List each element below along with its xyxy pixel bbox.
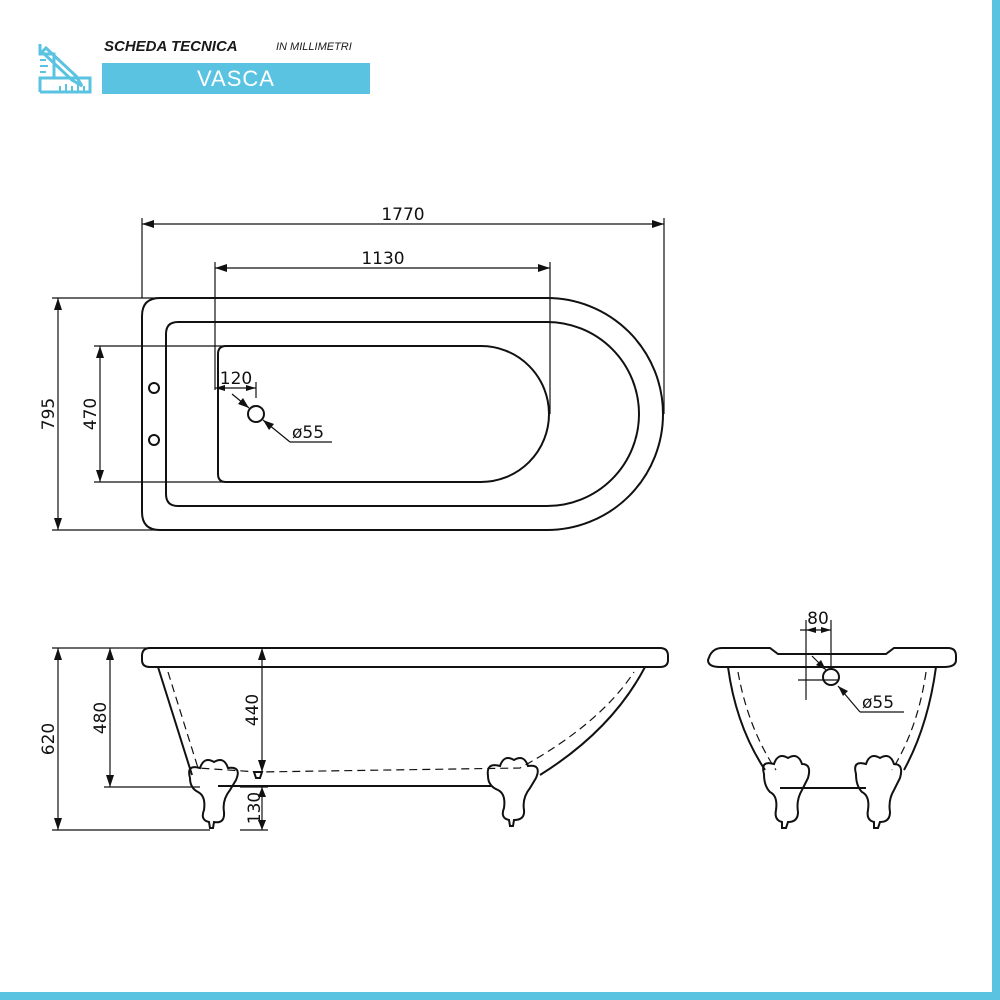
dim-width: 795 bbox=[39, 398, 59, 430]
dim-length: 1770 bbox=[381, 205, 424, 225]
overflow-hole-bottom bbox=[148, 434, 160, 446]
top-view: 1770 1130 795 470 bbox=[39, 205, 665, 531]
dim-end-drain-diameter: ø55 bbox=[862, 693, 894, 713]
end-body bbox=[727, 666, 937, 789]
frame-right bbox=[992, 0, 1000, 1000]
frame-bottom bbox=[0, 992, 1000, 1000]
end-claw-foot-right bbox=[854, 755, 903, 829]
end-view: 80 ø55 bbox=[706, 609, 957, 829]
dim-drain-diameter: ø55 bbox=[292, 423, 324, 443]
tub-outer-rim bbox=[141, 297, 664, 531]
dim-inner-depth: 440 bbox=[243, 694, 263, 726]
side-view: 620 480 440 130 bbox=[39, 647, 669, 831]
dim-basin-length: 1130 bbox=[361, 249, 404, 269]
side-drain bbox=[252, 771, 264, 779]
overflow-hole-top bbox=[148, 382, 160, 394]
dim-tub-height: 480 bbox=[91, 702, 111, 734]
claw-foot-left bbox=[188, 759, 239, 829]
end-rim bbox=[706, 647, 957, 668]
end-drain-hole bbox=[822, 668, 840, 686]
unit-note: IN MILLIMETRI bbox=[276, 41, 352, 53]
dim-drain-offset: 120 bbox=[220, 369, 252, 389]
side-rim bbox=[141, 647, 669, 668]
end-claw-foot-left bbox=[762, 755, 811, 829]
ruler-pencil-icon bbox=[38, 44, 92, 94]
dim-basin-width: 470 bbox=[81, 398, 101, 430]
side-inner-dashed bbox=[167, 671, 635, 773]
product-band: VASCA bbox=[102, 63, 370, 94]
side-body bbox=[157, 666, 646, 776]
drain-hole bbox=[247, 405, 265, 423]
product-name: VASCA bbox=[197, 66, 275, 91]
end-inner-dashed bbox=[737, 671, 927, 771]
tub-basin bbox=[217, 345, 550, 483]
claw-foot-right bbox=[486, 757, 539, 827]
dim-total-height: 620 bbox=[39, 723, 59, 755]
sheet-title: SCHEDA TECNICA bbox=[104, 38, 238, 55]
dim-end-drain-offset: 80 bbox=[807, 609, 829, 629]
tub-inner-rim bbox=[165, 321, 640, 507]
dim-feet-height: 130 bbox=[245, 792, 265, 824]
